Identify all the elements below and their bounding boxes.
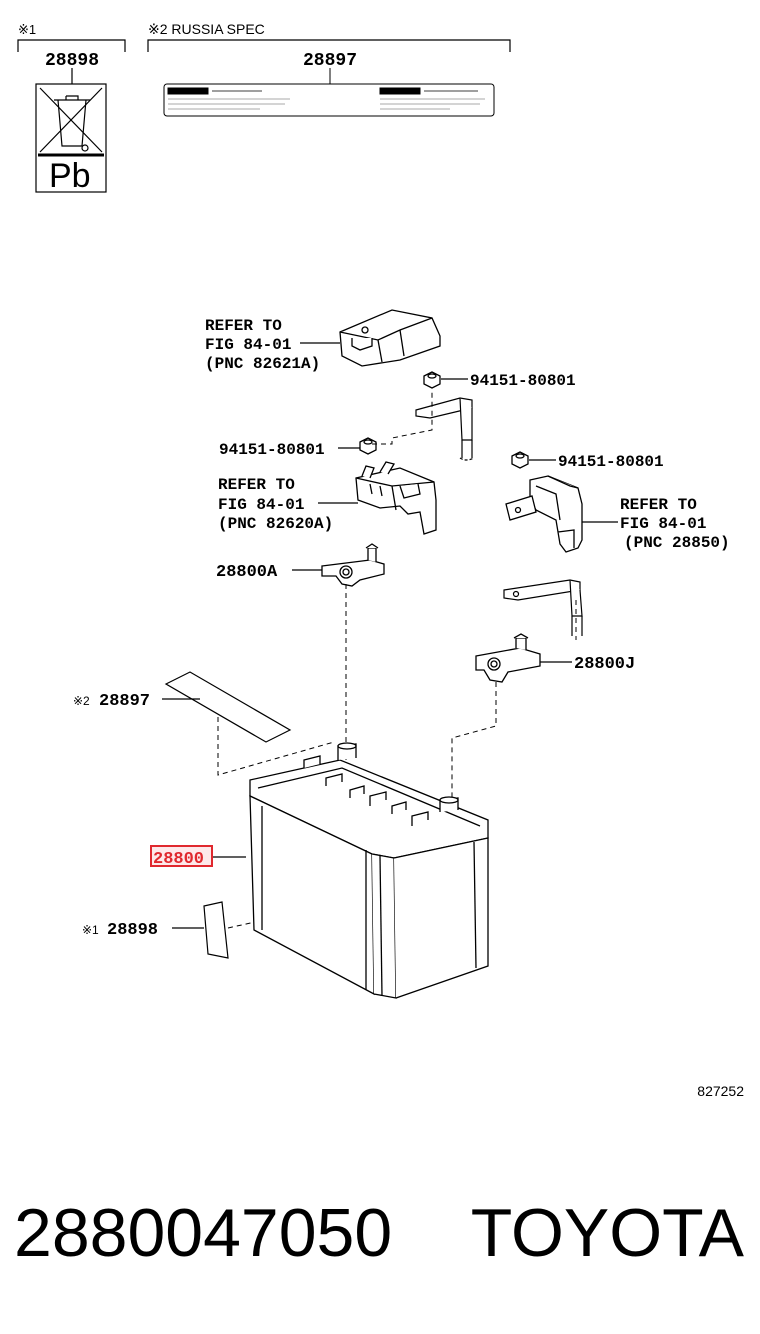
nut-left-label[interactable]: 94151-80801 bbox=[219, 441, 325, 459]
note1-mark: ※1 bbox=[18, 22, 36, 37]
dashed-nut-to-bracket bbox=[372, 390, 433, 445]
warning-label-sticker bbox=[163, 68, 495, 117]
note2-label: ※2 RUSSIA SPEC bbox=[148, 21, 265, 37]
pb-recycle-label bbox=[35, 68, 107, 193]
diagram-id: 827252 bbox=[697, 1083, 744, 1099]
nut-top-part[interactable] bbox=[423, 371, 441, 389]
refer-cover-line1: REFER TO bbox=[205, 317, 282, 335]
brand-name: TOYOTA bbox=[471, 1195, 745, 1271]
refer-sensor-line2: FIG 84-01 bbox=[620, 515, 706, 533]
nut-right-label[interactable]: 94151-80801 bbox=[558, 453, 664, 471]
label-28898-mark: ※1 bbox=[82, 923, 99, 937]
label-28898-sticker[interactable] bbox=[203, 901, 229, 959]
header-label-28898[interactable]: 28898 bbox=[45, 51, 99, 71]
part-number: 2880047050 bbox=[14, 1195, 392, 1271]
terminal-a-part[interactable] bbox=[321, 543, 385, 587]
label-28897-mark: ※2 bbox=[73, 694, 90, 708]
nut-right-part[interactable] bbox=[511, 451, 529, 469]
assembly-dashed-lines bbox=[217, 584, 577, 929]
pb-symbol-text: Pb bbox=[49, 157, 91, 195]
header-label-28897[interactable]: 28897 bbox=[303, 51, 357, 71]
label-28897-strip[interactable] bbox=[164, 671, 292, 743]
refer-block-line1: REFER TO bbox=[218, 476, 295, 494]
label-28897-callout[interactable]: 28897 bbox=[99, 692, 150, 711]
cable-bracket-upper bbox=[415, 397, 475, 461]
battery-label[interactable]: 28800 bbox=[153, 850, 204, 869]
nut-left-part[interactable] bbox=[359, 437, 377, 455]
battery-highlight-box bbox=[150, 845, 213, 867]
refer-block-line2: FIG 84-01 bbox=[218, 496, 304, 514]
fuse-block-part[interactable] bbox=[355, 461, 437, 535]
refer-cover-line3: (PNC 82621A) bbox=[205, 355, 320, 373]
upper-cover-part[interactable] bbox=[339, 309, 441, 367]
terminal-a-label[interactable]: 28800A bbox=[216, 563, 278, 582]
refer-block-line3: (PNC 82620A) bbox=[218, 515, 333, 533]
current-sensor-part[interactable] bbox=[505, 475, 583, 553]
refer-sensor-line1: REFER TO bbox=[620, 496, 697, 514]
terminal-j-part[interactable] bbox=[475, 633, 541, 683]
cable-bracket-lower bbox=[503, 579, 583, 636]
terminal-j-label[interactable]: 28800J bbox=[574, 655, 635, 674]
refer-cover-line2: FIG 84-01 bbox=[205, 336, 291, 354]
nut-top-label[interactable]: 94151-80801 bbox=[470, 372, 576, 390]
label-28898-callout[interactable]: 28898 bbox=[107, 921, 158, 940]
refer-sensor-line3: (PNC 28850) bbox=[624, 534, 730, 552]
battery-part[interactable] bbox=[249, 742, 489, 999]
header-section bbox=[17, 39, 511, 52]
